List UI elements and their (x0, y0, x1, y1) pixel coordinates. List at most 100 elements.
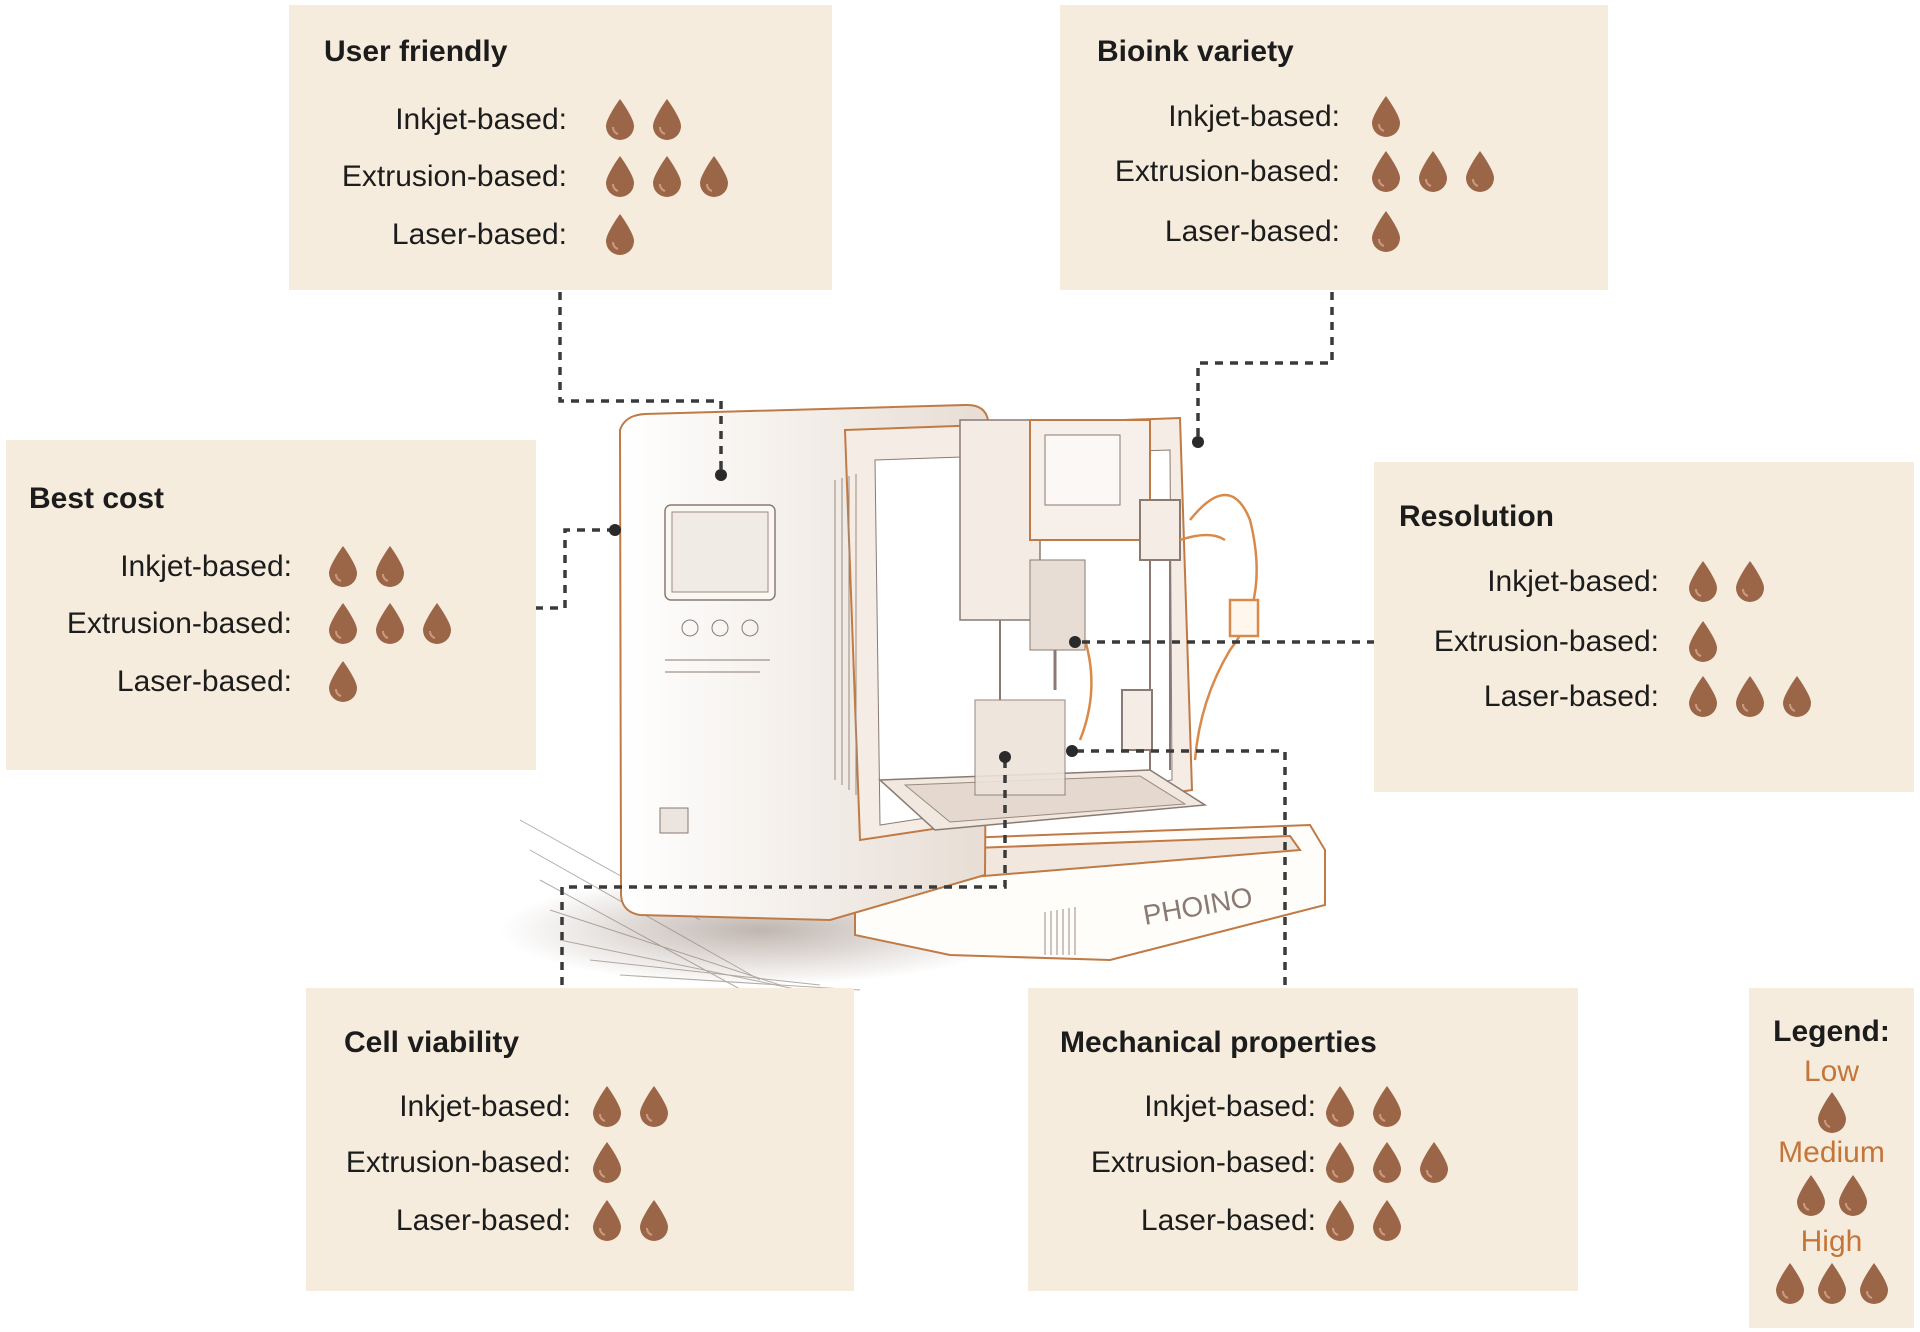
drop-icon (376, 603, 404, 644)
drop-icon (329, 661, 357, 702)
panel-title: Cell viability (344, 1026, 520, 1059)
legend-drops-low (1749, 1091, 1914, 1133)
legend-panel: Legend: Low Medium High (1749, 988, 1914, 1328)
rating-drops (1371, 150, 1495, 192)
row-label: Extrusion-based: (341, 160, 567, 193)
panel-resolution: Resolution Inkjet-based: Extrusion-based… (1374, 462, 1914, 792)
drop-icon (329, 546, 357, 587)
row-label: Inkjet-based: (1487, 565, 1659, 598)
drop-icon (1796, 1175, 1825, 1216)
rating-drops (605, 98, 682, 140)
drop-icon (1736, 676, 1764, 717)
rating-drops (1371, 210, 1401, 252)
leader-user-friendly (558, 292, 723, 475)
row-label: Inkjet-based: (399, 1090, 571, 1123)
row-label: Laser-based: (116, 665, 292, 698)
drop-icon (1783, 676, 1811, 717)
row-label: Inkjet-based: (120, 550, 292, 583)
drop-icon (653, 156, 681, 197)
rating-drops (592, 1141, 622, 1183)
panel-bioink-variety: Bioink variety Inkjet-based: Extrusion-b… (1060, 5, 1608, 290)
rails (1121, 499, 1181, 770)
panel-user-friendly: User friendly Inkjet-based: Extrusion-ba… (289, 5, 832, 290)
row-label: Laser-based: (1140, 1204, 1316, 1237)
row-label: Extrusion-based: (66, 607, 292, 640)
drop-icon (1420, 1142, 1448, 1183)
drop-icon (1326, 1086, 1354, 1127)
panel-title: Best cost (29, 482, 165, 515)
rating-drops (1688, 560, 1765, 602)
rating-drops (1325, 1199, 1402, 1241)
drop-icon (1373, 1142, 1401, 1183)
drop-icon (1326, 1200, 1354, 1241)
drop-icon (1466, 151, 1494, 192)
leader-bioink-variety (1196, 292, 1334, 442)
drop-icon (606, 214, 634, 255)
drop-icon (1817, 1263, 1846, 1304)
row-label: Inkjet-based: (395, 103, 567, 136)
row-label: Extrusion-based: (1090, 1146, 1316, 1179)
row-label: Laser-based: (395, 1204, 571, 1237)
panel-title: Mechanical properties (1060, 1026, 1377, 1059)
drop-icon (593, 1142, 621, 1183)
drop-icon (593, 1200, 621, 1241)
drop-icon (1372, 96, 1400, 137)
row-label: Laser-based: (1164, 215, 1340, 248)
drop-icon (593, 1086, 621, 1127)
leader-lines (535, 292, 1375, 985)
drop-icon (1838, 1175, 1867, 1216)
drop-icon (1689, 561, 1717, 602)
drop-icon (1373, 1200, 1401, 1241)
rating-drops (605, 213, 635, 255)
panel-title: Bioink variety (1097, 35, 1294, 68)
legend-drops-medium (1749, 1174, 1914, 1216)
drop-icon (1817, 1092, 1846, 1133)
drop-icon (376, 546, 404, 587)
panel-cell-viability: Cell viability Inkjet-based: Extrusion-b… (306, 988, 854, 1291)
row-label: Laser-based: (391, 218, 567, 251)
legend-title: Legend: (1773, 1015, 1890, 1048)
drop-icon (606, 99, 634, 140)
drop-icon (423, 603, 451, 644)
row-label: Extrusion-based: (1433, 625, 1659, 658)
drop-icon (640, 1086, 668, 1127)
rating-drops (1325, 1141, 1449, 1183)
legend-label-medium: Medium (1778, 1136, 1885, 1169)
control-panel (659, 504, 776, 834)
row-label: Inkjet-based: (1144, 1090, 1316, 1123)
rating-drops (1688, 675, 1812, 717)
panel-mechanical-properties: Mechanical properties Inkjet-based: Extr… (1028, 988, 1578, 1291)
panel-title: Resolution (1399, 500, 1554, 533)
rating-drops (328, 602, 452, 644)
drop-icon (1419, 151, 1447, 192)
row-label: Extrusion-based: (345, 1146, 571, 1179)
drop-icon (1689, 621, 1717, 662)
rating-drops (328, 660, 358, 702)
drop-icon (1736, 561, 1764, 602)
panel-best-cost: Best cost Inkjet-based: Extrusion-based:… (6, 440, 536, 770)
legend-label-high: High (1800, 1225, 1863, 1258)
drop-icon (1859, 1263, 1888, 1304)
base-vents (1044, 907, 1076, 955)
drop-icon (329, 603, 357, 644)
tubing (1078, 493, 1260, 761)
drop-icon (640, 1200, 668, 1241)
drop-icon (1373, 1086, 1401, 1127)
drop-icon (1775, 1263, 1804, 1304)
legend-label-low: Low (1803, 1055, 1860, 1088)
rating-drops (328, 545, 405, 587)
drop-icon (1689, 676, 1717, 717)
drop-icon (653, 99, 681, 140)
rating-drops (592, 1085, 669, 1127)
rating-drops (605, 155, 729, 197)
leader-best-cost (535, 528, 615, 610)
drop-icon (606, 156, 634, 197)
side-vents (834, 474, 857, 795)
build-plate (878, 699, 1208, 831)
row-label: Inkjet-based: (1168, 100, 1340, 133)
drop-icon (700, 156, 728, 197)
leader-endpoints (609, 436, 1204, 763)
leader-cell-viability (560, 757, 1007, 985)
rating-drops (1688, 620, 1718, 662)
